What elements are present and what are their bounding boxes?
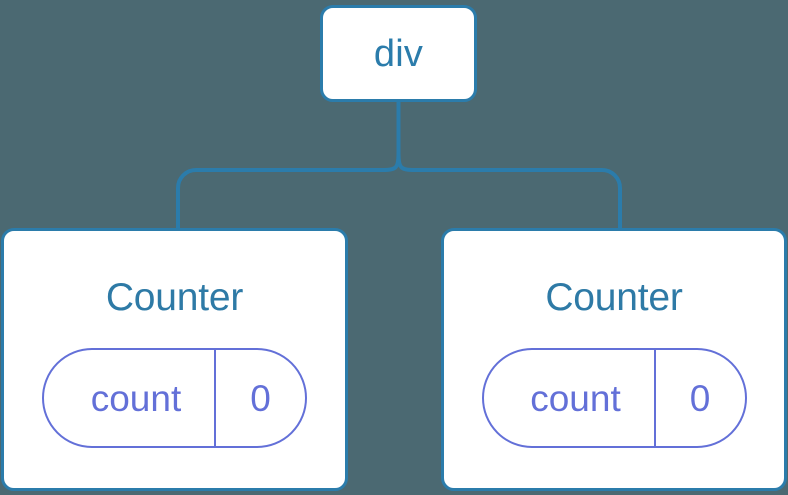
state-pill-right-value-cell: 0 (656, 350, 745, 446)
node-div-label: div (373, 32, 424, 75)
state-pill-right-key: count (530, 377, 621, 419)
connector-to-right-child (396, 151, 622, 230)
node-counter-left-title: Counter (105, 276, 244, 319)
node-div[interactable]: div (320, 5, 477, 102)
state-pill-left-key: count (90, 377, 182, 419)
state-pill-right-key-cell: count (484, 350, 656, 446)
state-pill-left[interactable]: count 0 (42, 348, 307, 448)
node-counter-right[interactable]: Counter count 0 (441, 228, 787, 491)
state-pill-left-value-cell: 0 (216, 350, 305, 446)
node-counter-left[interactable]: Counter count 0 (1, 228, 348, 491)
state-pill-right-value: 0 (689, 377, 711, 419)
node-counter-right-title: Counter (545, 276, 683, 319)
state-pill-right[interactable]: count 0 (481, 348, 747, 448)
connector-to-left-child (176, 151, 401, 230)
state-pill-left-value: 0 (250, 377, 271, 419)
state-pill-left-key-cell: count (44, 350, 216, 446)
